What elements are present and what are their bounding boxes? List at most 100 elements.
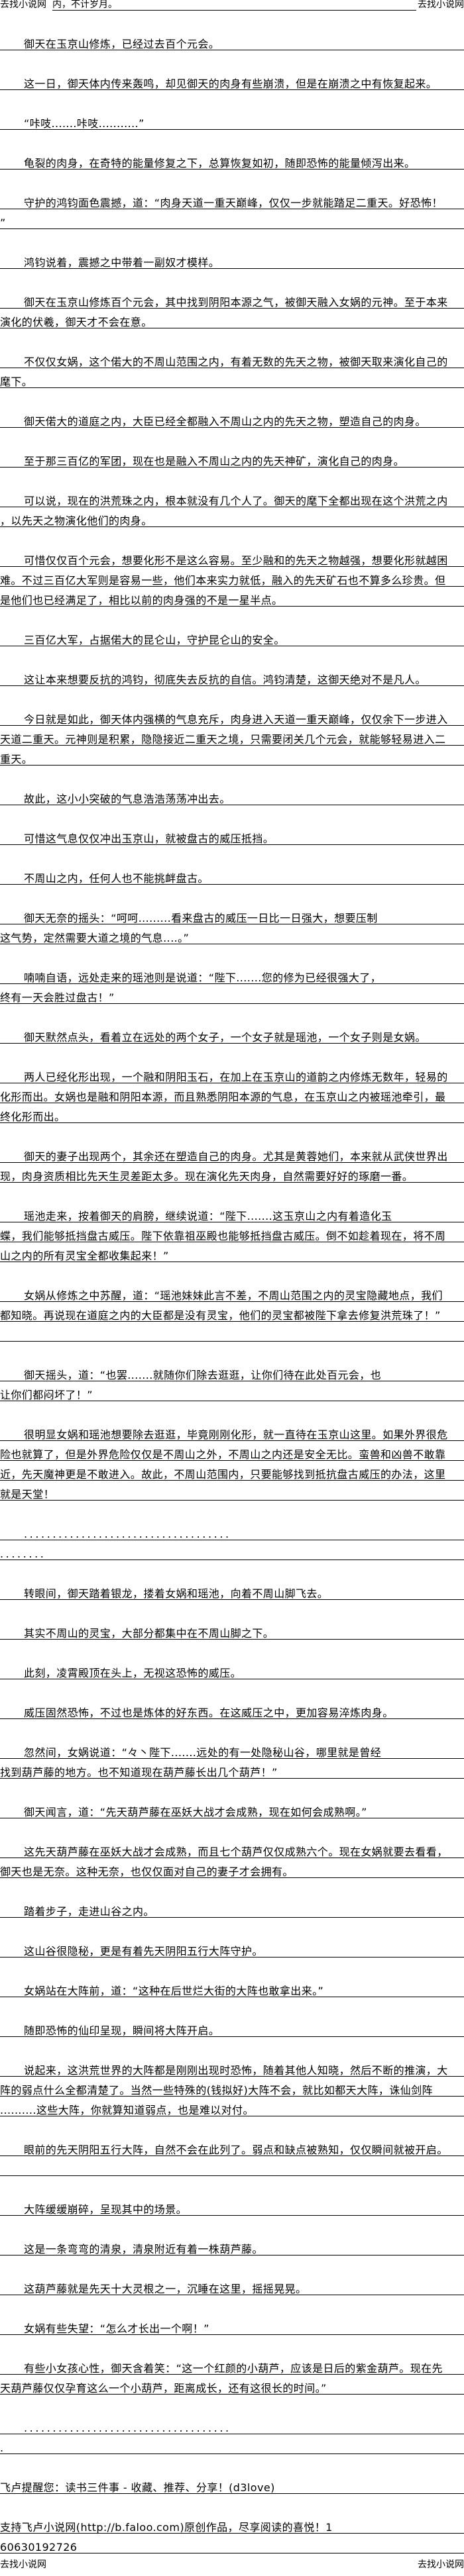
text-line: 三百亿大军，占据偌大的昆仑山，守护昆仑山的安全。	[0, 626, 464, 646]
text-line: 现，肉身资质相比先天生灵差距太多。现在演化先天肉身，自然需要好好的琢磨一番。	[0, 1163, 464, 1183]
text-line: 说起来，这洪荒世界的大阵都是刚刚出现时恐怖，随着其他人知晓，然后不断的推演，大	[0, 2057, 464, 2077]
text-line: 阵的弱点什么全都清楚了。当然一些特殊的(钱拟好)大阵不会，就比如都天大阵，诛仙剑…	[0, 2077, 464, 2097]
paragraph: 今日就是如此，御天体内强横的气息充斥，肉身进入天道一重天巅峰，仅仅余下一步进入天…	[0, 706, 464, 766]
notice: 支持飞卢小说网(http://b.faloo.com)原创作品，尽享阅读的喜悦！…	[0, 2514, 464, 2553]
text-line: 终化形而出。	[0, 1103, 464, 1123]
site-name-left[interactable]: 去找小说网	[0, 0, 46, 10]
text-line: 蝶，我们能够抵挡盘古威压。陛下依靠祖巫殿也能够抵挡盘古威压。倒不如趁着现在，将不…	[0, 1222, 464, 1242]
paragraph: 大阵缓缓崩碎，呈现其中的场景。	[0, 2196, 464, 2216]
text-line: 转眼间，御天踏着银龙，搂着女娲和瑶池，向着不周山脚飞去。	[0, 1580, 464, 1600]
text-line: 女娲从修炼之中苏醒，道：“瑶池妹妹此言不差，不周山范围之内的灵宝隐藏地点，我们	[0, 1282, 464, 1302]
paragraph: 此刻，凌霄殿顶在头上，无视这恐怖的威压。	[0, 1660, 464, 1679]
paragraph: 这山谷很隐秘，更是有着先天阴阳五行大阵守护。	[0, 1938, 464, 1957]
text-line	[0, 1322, 464, 1342]
text-line: 是他们也已经满足了，相比以前的肉身强的不是一星半点。	[0, 587, 464, 607]
paragraph: 御天在玉京山修炼，已经过去百个元会。	[0, 30, 464, 50]
site-name-right[interactable]: 去找小说网	[418, 0, 464, 10]
paragraph: 至于那三百亿的军团，现在也是融入不周山之内的先天神矿，演化自己的肉身。	[0, 448, 464, 468]
text-line	[0, 2156, 464, 2176]
text-line: ........	[0, 1540, 464, 1560]
text-line: 瑶池走来，按着御天的肩膀，继续说道：“陛下.......这玉京山之内有着造化玉	[0, 1203, 464, 1222]
text-line: 飞卢提醒您：读书三件事 - 收藏、推荐、分享！(d3love)	[0, 2474, 464, 2494]
text-line: 有些小女孩心性，御天含着笑：“这一个红颜的小葫芦，应该是日后的紫金葫芦。现在先	[0, 2355, 464, 2375]
text-line: “咔吱.......咔吱...........”	[0, 110, 464, 130]
text-line: 这山谷很隐秘，更是有着先天阴阳五行大阵守护。	[0, 1938, 464, 1957]
text-line: 御天偌大的道庭之内，大臣已经全都融入不周山之内的先天之物，塑造自己的肉身。	[0, 408, 464, 428]
text-line: 这让本来想要反抗的鸿钧，彻底失去反抗的自信。鸿钧清楚，这御天绝对不是凡人。	[0, 666, 464, 686]
text-line: 支持飞卢小说网(http://b.faloo.com)原创作品，尽享阅读的喜悦！…	[0, 2514, 464, 2534]
paragraph: 忽然间，女娲说道：“々丶陛下.......远处的有一处隐秘山谷，哪里就是曾经找到…	[0, 1739, 464, 1779]
text-line: 御天闻言，道：“先天葫芦藤在巫妖大战才会成熟，现在如何会成熟啊。”	[0, 1799, 464, 1818]
text-line: 忽然间，女娲说道：“々丶陛下.......远处的有一处隐秘山谷，哪里就是曾经	[0, 1739, 464, 1759]
paragraph: 不仅仅女娲，这个偌大的不周山范围之内，有着无数的先天之物，被御天取来演化自己的麾…	[0, 348, 464, 388]
text-line: 不周山之内，任何人也不能挑衅盘古。	[0, 865, 464, 885]
text-line: .	[0, 2434, 464, 2454]
text-line: 至于那三百亿的军团，现在也是融入不周山之内的先天神矿，演化自己的肉身。	[0, 448, 464, 468]
paragraph: 女娲站在大阵前，道：“这种在后世烂大街的大阵也敢拿出来。”	[0, 1977, 464, 1997]
paragraph: 御天偌大的道庭之内，大臣已经全都融入不周山之内的先天之物，塑造自己的肉身。	[0, 408, 464, 428]
text-line: 御天在玉京山修炼，已经过去百个元会。	[0, 30, 464, 50]
text-line: 威压固然恐怖，不过也是炼体的好东西。在这威压之中，更加容易淬炼肉身。	[0, 1699, 464, 1719]
paragraph: 这让本来想要反抗的鸿钧，彻底失去反抗的自信。鸿钧清楚，这御天绝对不是凡人。	[0, 666, 464, 686]
paragraph: “咔吱.......咔吱...........”	[0, 110, 464, 130]
text-line: 终有一天会胜过盘古！”	[0, 984, 464, 1004]
text-line: 御天在玉京山修炼百个元会，其中找到阴阳本源之气，被御天融入女娲的元神。至于本来	[0, 289, 464, 309]
paragraph: 鸿钧说着，震撼之中带着一副奴才模样。	[0, 249, 464, 269]
text-line: 喃喃自语，远处走来的瑶池则是说道：“陛下.......您的修为已经很强大了，	[0, 964, 464, 984]
text-line: 这气势，定然需要大道之境的气息‥‥。”	[0, 924, 464, 944]
ellipsis-separator: ........................................…	[0, 1520, 464, 1560]
text-line: ”	[0, 209, 464, 229]
paragraph: 御天摇头，道：“也罢.......就随你们除去逛逛，让你们待在此处百元会，也让你…	[0, 1362, 464, 1401]
site-notices: 飞卢提醒您：读书三件事 - 收藏、推荐、分享！(d3love) 支持飞卢小说网(h…	[0, 2474, 464, 2553]
text-line: 不仅仅女娲，这个偌大的不周山范围之内，有着无数的先天之物，被御天取来演化自己的	[0, 348, 464, 368]
paragraph: 很明显女娲和瑶池想要除去逛逛，毕竟刚刚化形，就一直待在玉京山这里。如果外界很危险…	[0, 1421, 464, 1501]
paragraph: 御天在玉京山修炼百个元会，其中找到阴阳本源之气，被御天融入女娲的元神。至于本来演…	[0, 289, 464, 328]
paragraph: 御天闻言，道：“先天葫芦藤在巫妖大战才会成熟，现在如何会成熟啊。”	[0, 1799, 464, 1818]
text-line: 两人已经化形出现，一个融和阴阳玉石，在加上在玉京山的道韵之内修炼无数年，轻易的	[0, 1064, 464, 1083]
text-line: 这是一条弯弯的清泉，清泉附近有着一株葫芦藤。	[0, 2236, 464, 2255]
text-line: 山之内的所有灵宝全都收集起来！”	[0, 1242, 464, 1262]
paragraph: 其实不周山的灵宝，大部分都集中在不周山脚之下。	[0, 1620, 464, 1640]
text-line: 今日就是如此，御天体内强横的气息充斥，肉身进入天道一重天巅峰，仅仅余下一步进入	[0, 706, 464, 726]
text-line: 守护的鸿钧面色震撼，道：“肉身天道一重天巅峰，仅仅一步就能踏足二重天。好恐怖！	[0, 189, 464, 209]
text-line: 找到葫芦藤的地方。也不知道现在葫芦藤长出几个葫芦！”	[0, 1759, 464, 1779]
text-line: 重天。	[0, 746, 464, 766]
text-line: 险也就算了，但是外界危险仅仅是不周山之外，不周山之内还是安全无比。蛮兽和凶兽不敢…	[0, 1441, 464, 1461]
text-line: 女娲有些失望：“怎么才长出一个啊！”	[0, 2315, 464, 2335]
text-line: 大阵缓缓崩碎，呈现其中的场景。	[0, 2196, 464, 2216]
paragraph: 御天无奈的摇头：“呵呵.........看来盘古的威压一日比一日强大，想要压制这…	[0, 905, 464, 944]
text-line: 御天的妻子出现两个，其余还在塑造自己的肉身。尤其是黄蓉她们，本来就从武侠世界出	[0, 1143, 464, 1163]
paragraph: 转眼间，御天踏着银龙，搂着女娲和瑶池，向着不周山脚飞去。	[0, 1580, 464, 1600]
text-line: ..........这些大阵，你就算知道弱点，也是难以对付。	[0, 2097, 464, 2116]
page-header: 去找小说网 内，不计岁月。 去找小说网	[0, 0, 464, 11]
text-line: 御天也是无奈。这种无奈，也仅仅面对自己的妻子才会拥有。	[0, 1858, 464, 1878]
ellipsis-separator: .....................................	[0, 2414, 464, 2454]
paragraph: 威压固然恐怖，不过也是炼体的好东西。在这威压之中，更加容易淬炼肉身。	[0, 1699, 464, 1719]
site-name-right[interactable]: 去找小说网	[418, 2559, 464, 2570]
text-line: 鸿钧说着，震撼之中带着一副奴才模样。	[0, 249, 464, 269]
text-line: 演化的伏羲，御天才不会在意。	[0, 309, 464, 328]
text-line: 御天无奈的摇头：“呵呵.........看来盘古的威压一日比一日强大，想要压制	[0, 905, 464, 924]
paragraph: 女娲有些失望：“怎么才长出一个啊！”	[0, 2315, 464, 2335]
site-name-left[interactable]: 去找小说网	[0, 2559, 46, 2570]
paragraph: 喃喃自语，远处走来的瑶池则是说道：“陛下.......您的修为已经很强大了，终有…	[0, 964, 464, 1004]
text-line: 可惜这气息仅仅冲出玉京山，就被盘古的威压抵挡。	[0, 825, 464, 845]
text-line: 近，先天魔神更是不敢进入。故此，不周山范围内，只要能够找到抵抗盘古威压的办法，这…	[0, 1461, 464, 1481]
paragraph: 女娲从修炼之中苏醒，道：“瑶池妹妹此言不差，不周山范围之内的灵宝隐藏地点，我们都…	[0, 1282, 464, 1342]
text-line: 麾下。	[0, 368, 464, 388]
paragraph: 两人已经化形出现，一个融和阴阳玉石，在加上在玉京山的道韵之内修炼无数年，轻易的化…	[0, 1064, 464, 1123]
paragraph: 御天的妻子出现两个，其余还在塑造自己的肉身。尤其是黄蓉她们，本来就从武侠世界出现…	[0, 1143, 464, 1183]
text-line: 这一日，御天体内传来轰鸣，却见御天的肉身有些崩溃，但是在崩溃之中有恢复起来。	[0, 70, 464, 90]
paragraph: 这葫芦藤就是先天十大灵根之一，沉睡在这里，摇摇晃晃。	[0, 2275, 464, 2295]
text-line: 故此，这小小突破的气息浩浩荡荡冲出去。	[0, 785, 464, 805]
paragraph: 有些小女孩心性，御天含着笑：“这一个红颜的小葫芦，应该是日后的紫金葫芦。现在先天…	[0, 2355, 464, 2395]
paragraph: 瑶池走来，按着御天的肩膀，继续说道：“陛下.......这玉京山之内有着造化玉蝶…	[0, 1203, 464, 1262]
text-line: 天道二重天。元神则是积累，隐隐接近二重天之境，只需要闭关几个元会，就能够轻易进入…	[0, 726, 464, 746]
paragraph: 御天默然点头，看着立在远处的两个女子，一个女子就是瑶池，一个女子则是女娲。	[0, 1024, 464, 1044]
text-line: 其实不周山的灵宝，大部分都集中在不周山脚之下。	[0, 1620, 464, 1640]
paragraph: 守护的鸿钧面色震撼，道：“肉身天道一重天巅峰，仅仅一步就能踏足二重天。好恐怖！”	[0, 189, 464, 229]
text-line: 踏着步子，走进山谷之内。	[0, 1898, 464, 1918]
paragraph: 故此，这小小突破的气息浩浩荡荡冲出去。	[0, 785, 464, 805]
text-line: ....................................	[0, 1520, 464, 1540]
text-line: 让你们都闷坏了！”	[0, 1381, 464, 1401]
